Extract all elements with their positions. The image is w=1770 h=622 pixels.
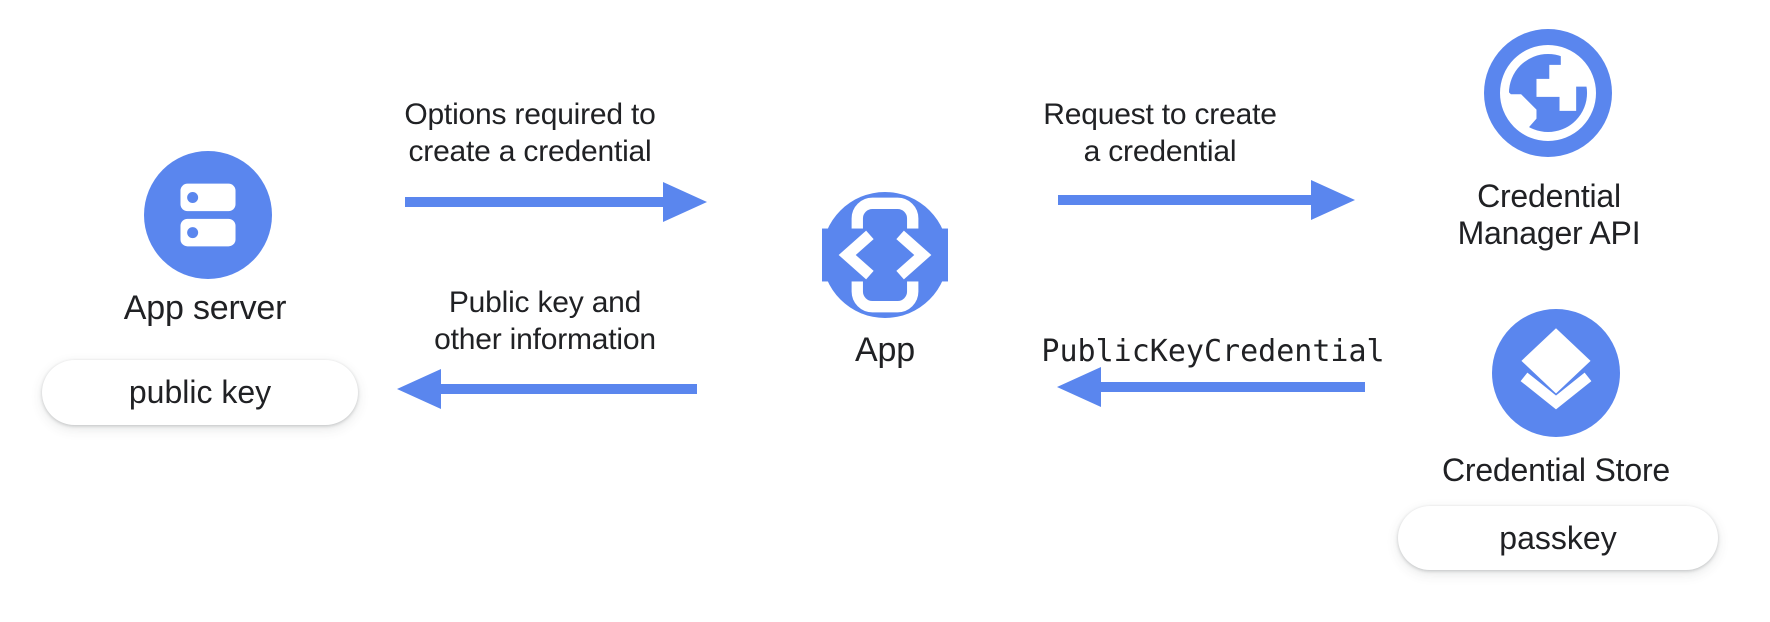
public-key-pill-label: public key — [128, 374, 272, 410]
arrow-shaft — [441, 384, 697, 394]
layers-icon — [1492, 309, 1620, 437]
globe-icon — [1484, 29, 1612, 157]
flow-public-key-info-line1: Public key and — [448, 286, 642, 319]
arrow-head-left — [397, 369, 441, 409]
arrow-request-right — [1058, 179, 1355, 221]
flow-public-key-info-line2: other information — [434, 323, 656, 356]
node-credential-store — [1492, 309, 1620, 437]
node-app-server — [144, 151, 272, 279]
node-app — [822, 192, 948, 318]
credential-manager-api-label-line2: Manager API — [1457, 215, 1641, 251]
arrow-shaft — [1058, 195, 1311, 205]
credential-manager-api-label-line1: Credential — [1477, 178, 1621, 214]
phone-code-icon — [822, 192, 948, 318]
arrow-public-key-info-left — [397, 368, 697, 410]
arrow-head-right — [1311, 180, 1355, 220]
credential-store-label: Credential Store — [1441, 452, 1671, 488]
credential-manager-api-label: Credential Manager API — [1399, 178, 1699, 252]
flow-options-label: Options required to create a credential — [375, 96, 685, 170]
public-key-credential-label: PublicKeyCredential — [1041, 334, 1385, 369]
flow-public-key-info-label: Public key and other information — [390, 284, 700, 358]
flow-request-label: Request to create a credential — [1005, 96, 1315, 170]
arrow-public-key-credential-left — [1057, 366, 1365, 408]
app-label: App — [855, 331, 915, 369]
public-key-pill: public key — [42, 360, 358, 425]
node-credential-manager-api — [1484, 29, 1612, 157]
arrow-head-right — [663, 182, 707, 222]
arrow-head-left — [1057, 367, 1101, 407]
passkey-pill: passkey — [1398, 506, 1718, 570]
flow-options-line1: Options required to — [404, 98, 656, 131]
arrow-shaft — [1101, 382, 1365, 392]
app-server-label: App server — [123, 289, 287, 327]
flow-request-line2: a credential — [1083, 135, 1237, 168]
flow-request-line1: Request to create — [1043, 98, 1277, 131]
passkey-pill-label: passkey — [1499, 519, 1617, 556]
flow-options-line2: create a credential — [408, 135, 652, 168]
arrow-options-right — [405, 181, 707, 223]
server-icon — [144, 151, 272, 279]
arrow-shaft — [405, 197, 663, 207]
